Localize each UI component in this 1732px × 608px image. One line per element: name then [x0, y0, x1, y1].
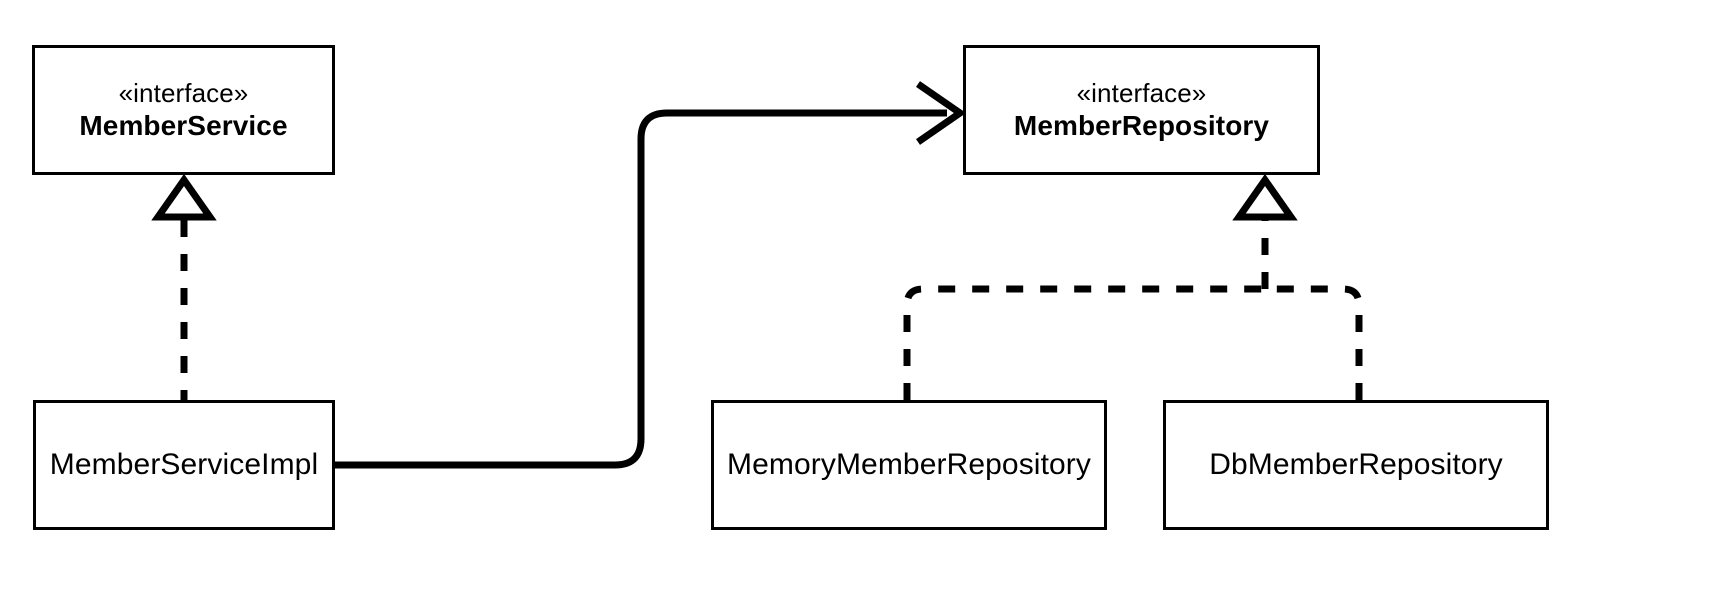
db-member-repository-name: DbMemberRepository [1209, 448, 1503, 482]
member-service-name: MemberService [79, 109, 288, 141]
edge-db-realizes-repository [1265, 285, 1363, 400]
node-db-member-repository[interactable]: DbMemberRepository [1163, 400, 1549, 530]
node-member-service[interactable]: «interface» MemberService [32, 45, 335, 175]
open-arrowhead-icon-member-repository [916, 81, 967, 145]
member-repository-stereotype: «interface» [1076, 78, 1207, 109]
member-repository-name: MemberRepository [1013, 109, 1270, 141]
member-service-stereotype: «interface» [118, 78, 249, 109]
memory-member-repository-name: MemoryMemberRepository [727, 448, 1091, 482]
node-member-service-impl[interactable]: MemberServiceImpl [33, 400, 335, 530]
realization-line-db-member-repository [1265, 285, 1363, 400]
member-service-impl-name: MemberServiceImpl [49, 448, 319, 482]
edge-repository-shared-stem [1232, 173, 1298, 289]
hollow-triangle-icon-member-service [151, 173, 217, 221]
node-memory-member-repository[interactable]: MemoryMemberRepository [711, 400, 1107, 530]
hollow-triangle-icon-member-repository [1232, 173, 1298, 221]
realization-line-memory-member-repository [903, 285, 1265, 400]
edge-memory-realizes-repository [903, 285, 1265, 400]
node-member-repository[interactable]: «interface» MemberRepository [963, 45, 1320, 175]
